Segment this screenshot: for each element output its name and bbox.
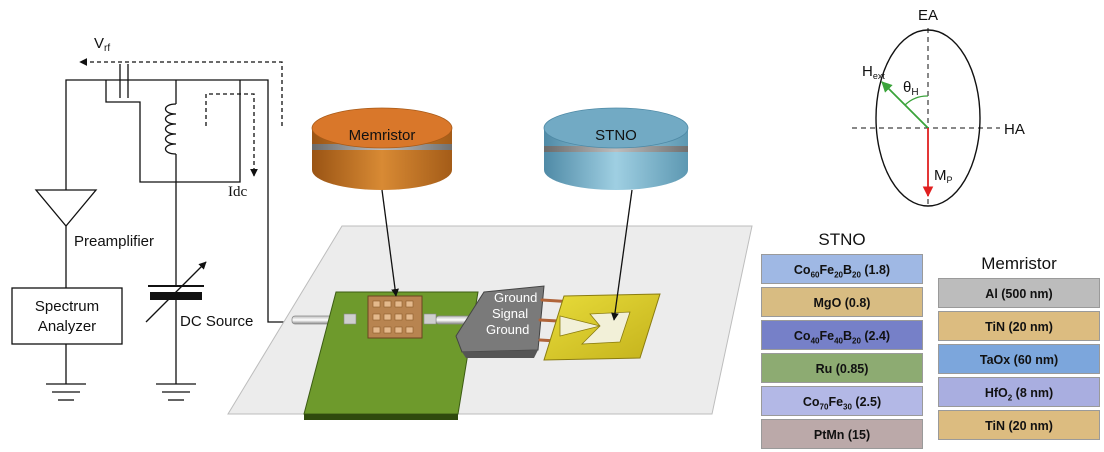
- probe-ground-top-label: Ground: [494, 290, 537, 305]
- ground-icon-left: [46, 383, 86, 401]
- bias-tee-box: [105, 80, 241, 183]
- memristor-chip: [367, 295, 423, 339]
- idc-label: Idc: [228, 184, 247, 200]
- field-label: Hext: [862, 63, 885, 81]
- experiment-diagram: Vrf Idc Preamplifier Spectrum Analyzer D…: [11, 7, 1025, 420]
- stno-stack-layer: Ru (0.85): [761, 353, 923, 383]
- stno-pad: [543, 293, 661, 361]
- memristor-stack-layer: TiN (20 nm): [938, 311, 1100, 341]
- circuit: [11, 58, 300, 401]
- spectrum-analyzer-label-line2: Analyzer: [38, 318, 96, 335]
- stno-cylinder: [543, 107, 689, 190]
- probe-ground-bottom-label: Ground: [486, 322, 529, 337]
- dc-source-label: DC Source: [180, 313, 253, 330]
- preamplifier-label: Preamplifier: [74, 233, 154, 250]
- memristor-label: Memristor: [349, 127, 416, 144]
- idc-signal-path: [205, 93, 258, 177]
- memristor-stack-layer: Al (500 nm): [938, 278, 1100, 308]
- easy-axis-label: EA: [918, 7, 938, 24]
- anisotropy-ellipse-diagram: [852, 28, 1000, 207]
- stno-stack-layer: Co70Fe30 (2.5): [761, 386, 923, 416]
- memristor-stack-layer: HfO2 (8 nm): [938, 377, 1100, 407]
- probe-signal-label: Signal: [492, 306, 528, 321]
- stno-label: STNO: [595, 127, 637, 144]
- stno-layer-stack: STNO Co60Fe20B20 (1.8)MgO (0.8)Co40Fe40B…: [761, 226, 923, 452]
- memristor-stack-title: Memristor: [981, 254, 1057, 273]
- stno-stack-layer: PtMn (15): [761, 419, 923, 449]
- wire-to-board: [65, 79, 300, 323]
- stno-pointer-arrow: [611, 189, 633, 321]
- dc-source-plate-short: [150, 292, 202, 300]
- ground-icon-right: [156, 383, 196, 401]
- hard-axis-label: HA: [1004, 121, 1025, 138]
- preamplifier-icon: [34, 189, 98, 228]
- stno-stack-layer: Co60Fe20B20 (1.8): [761, 254, 923, 284]
- variable-source-arrow-icon: [145, 261, 207, 323]
- magnetization-label: MP: [934, 167, 953, 185]
- spectrum-analyzer-label-line1: Spectrum: [35, 298, 99, 315]
- vrf-signal-path: [79, 58, 283, 126]
- stno-stack-layer: MgO (0.8): [761, 287, 923, 317]
- memristor-layers: Al (500 nm)TiN (20 nm)TaOx (60 nm)HfO2 (…: [938, 278, 1100, 440]
- vrf-label: Vrf: [94, 35, 110, 54]
- memristor-stack-layer: TiN (20 nm): [938, 410, 1100, 440]
- stno-stack-layer: Co40Fe40B20 (2.4): [761, 320, 923, 350]
- spectrum-analyzer-box: [11, 287, 123, 345]
- memristor-pointer-arrow: [381, 189, 399, 297]
- memristor-stack-layer: TaOx (60 nm): [938, 344, 1100, 374]
- angle-label: θH: [903, 79, 919, 98]
- memristor-cylinder: [311, 107, 453, 190]
- inductor-coil-icon: [164, 103, 177, 155]
- memristor-layer-stack: Memristor Al (500 nm)TiN (20 nm)TaOx (60…: [938, 250, 1100, 443]
- stno-stack-title: STNO: [818, 230, 866, 249]
- stno-layers: Co60Fe20B20 (1.8)MgO (0.8)Co40Fe40B20 (2…: [761, 254, 923, 449]
- angle-arc: [904, 95, 929, 106]
